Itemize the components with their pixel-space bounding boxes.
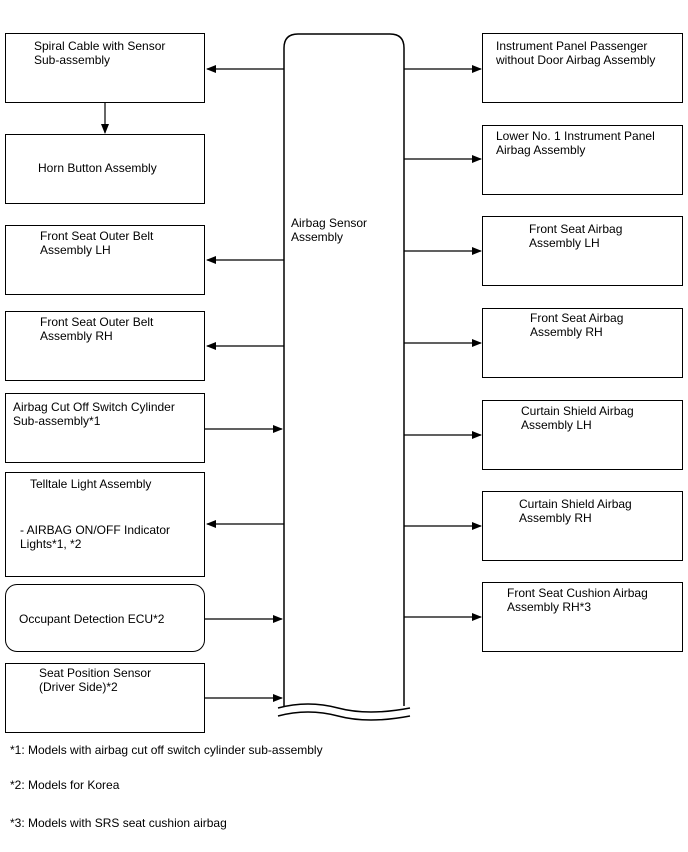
seat-cushion-label: Front Seat Cushion Airbag Assembly RH*3 — [507, 586, 648, 614]
box-occupant-ecu: Occupant Detection ECU*2 — [5, 584, 205, 652]
lower-ip-label: Lower No. 1 Instrument Panel Airbag Asse… — [496, 129, 655, 157]
front-seat-airbag-lh-label: Front Seat Airbag Assembly LH — [529, 222, 623, 250]
curtain-shield-lh-label: Curtain Shield Airbag Assembly LH — [521, 404, 634, 432]
box-spiral-cable: Spiral Cable with Sensor Sub-assembly — [5, 33, 205, 103]
horn-button-label: Horn Button Assembly — [38, 161, 157, 175]
box-curtain-shield-rh: Curtain Shield Airbag Assembly RH — [482, 491, 683, 561]
box-front-seat-cushion-airbag: Front Seat Cushion Airbag Assembly RH*3 — [482, 582, 683, 652]
footnote-3: *3: Models with SRS seat cushion airbag — [10, 816, 227, 830]
seat-position-label: Seat Position Sensor (Driver Side)*2 — [39, 666, 152, 694]
box-belt-rh: Front Seat Outer Belt Assembly RH — [5, 311, 205, 381]
box-telltale-light: Telltale Light Assembly - AIRBAG ON/OFF … — [5, 472, 205, 577]
box-belt-lh: Front Seat Outer Belt Assembly LH — [5, 225, 205, 295]
box-seat-position-sensor: Seat Position Sensor (Driver Side)*2 — [5, 663, 205, 733]
airbag-sensor-label: Airbag Sensor Assembly — [291, 216, 368, 244]
curtain-shield-rh-label: Curtain Shield Airbag Assembly RH — [519, 497, 632, 525]
box-front-seat-airbag-rh: Front Seat Airbag Assembly RH — [482, 308, 683, 378]
ip-passenger-label: Instrument Panel Passenger without Door … — [496, 39, 656, 67]
telltale-light-sublabel: - AIRBAG ON/OFF Indicator Lights*1, *2 — [20, 523, 171, 551]
box-horn-button: Horn Button Assembly — [5, 134, 205, 204]
box-cutoff-switch: Airbag Cut Off Switch Cylinder Sub-assem… — [5, 393, 205, 463]
airbag-sensor-column — [283, 33, 405, 706]
belt-rh-label: Front Seat Outer Belt Assembly RH — [40, 315, 154, 343]
footnote-1: *1: Models with airbag cut off switch cy… — [10, 743, 323, 757]
box-lower-ip-airbag: Lower No. 1 Instrument Panel Airbag Asse… — [482, 125, 683, 195]
box-curtain-shield-lh: Curtain Shield Airbag Assembly LH — [482, 400, 683, 470]
telltale-light-label: Telltale Light Assembly — [30, 477, 152, 491]
column-break-mark — [277, 703, 411, 721]
footnote-2: *2: Models for Korea — [10, 778, 120, 792]
front-seat-airbag-rh-label: Front Seat Airbag Assembly RH — [530, 311, 624, 339]
box-front-seat-airbag-lh: Front Seat Airbag Assembly LH — [482, 216, 683, 286]
cutoff-switch-label: Airbag Cut Off Switch Cylinder Sub-assem… — [13, 400, 175, 428]
spiral-cable-label: Spiral Cable with Sensor Sub-assembly — [34, 39, 166, 67]
box-ip-passenger-airbag: Instrument Panel Passenger without Door … — [482, 33, 683, 103]
occupant-ecu-label: Occupant Detection ECU*2 — [19, 612, 165, 626]
belt-lh-label: Front Seat Outer Belt Assembly LH — [40, 229, 154, 257]
